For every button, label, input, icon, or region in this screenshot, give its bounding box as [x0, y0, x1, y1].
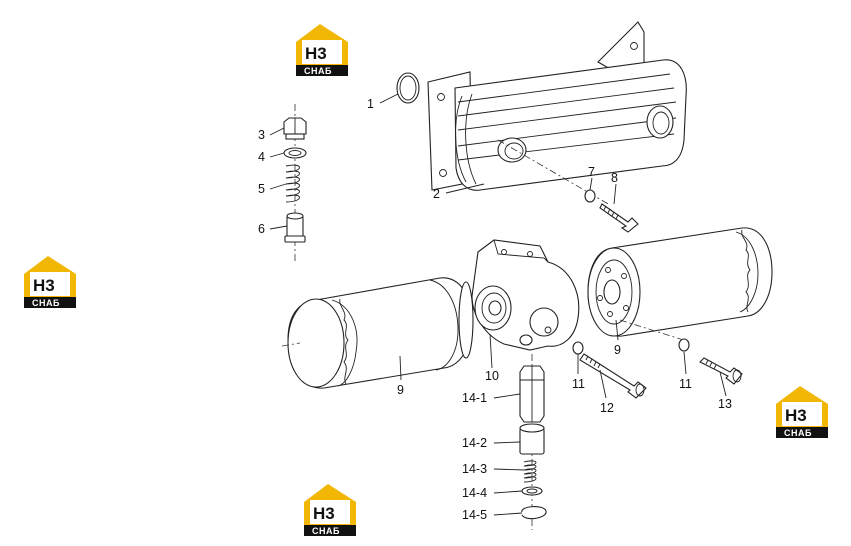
- logo-mark: H3: [313, 504, 335, 523]
- logo-mark: H3: [305, 44, 327, 63]
- washer-11-right: [678, 338, 690, 352]
- callout-9-left: 9: [397, 383, 404, 397]
- logo-wordmark: СНАБ: [784, 428, 812, 438]
- callout-5: 5: [258, 182, 265, 196]
- logo-mark: H3: [33, 276, 55, 295]
- callout-14-1: 14-1: [462, 391, 487, 405]
- callout-11-left: 11: [572, 377, 585, 391]
- callout-14-2: 14-2: [462, 436, 487, 450]
- callout-4: 4: [258, 150, 265, 164]
- callout-7: 7: [588, 165, 595, 179]
- callout-6: 6: [258, 222, 265, 236]
- callout-13: 13: [718, 397, 732, 411]
- callout-11-right: 11: [679, 377, 692, 391]
- oil-filter-right: [587, 227, 773, 337]
- washer-7: [584, 189, 596, 203]
- callout-14-3: 14-3: [462, 462, 487, 476]
- oil-cooler: [427, 21, 687, 191]
- bolt-8: [599, 203, 639, 233]
- logo-wordmark: СНАБ: [304, 66, 332, 76]
- logo-mark: H3: [785, 406, 807, 425]
- bolt-12: [579, 353, 647, 399]
- brand-logo: H3 СНАБ: [296, 24, 348, 76]
- callout-10: 10: [485, 369, 499, 383]
- o-ring: [396, 72, 420, 104]
- callout-3: 3: [258, 128, 265, 142]
- callout-14-4: 14-4: [462, 486, 487, 500]
- callout-labels: 1 2 3 4 5 6 7 8 9 9 10 11 11 12 13 14-1 …: [258, 97, 732, 522]
- callout-1: 1: [367, 97, 374, 111]
- callout-9-right: 9: [614, 343, 621, 357]
- washer-11-left: [572, 341, 584, 355]
- filter-head-housing: [471, 239, 580, 351]
- callout-12: 12: [600, 401, 614, 415]
- brand-logo: H3 СНАБ: [24, 256, 76, 308]
- brand-logo: H3 СНАБ: [776, 386, 828, 438]
- leader-lines: [269, 93, 727, 516]
- callout-2: 2: [433, 187, 440, 201]
- logo-wordmark: СНАБ: [312, 526, 340, 536]
- callout-8: 8: [611, 171, 618, 185]
- logo-wordmark: СНАБ: [32, 298, 60, 308]
- callout-14-5: 14-5: [462, 508, 487, 522]
- brand-logo: H3 СНАБ: [304, 484, 356, 536]
- bolt-13: [699, 357, 743, 385]
- oil-filter-left: [287, 277, 474, 389]
- bypass-valve-assembly: [519, 354, 547, 530]
- relief-valve-assembly: [283, 104, 307, 262]
